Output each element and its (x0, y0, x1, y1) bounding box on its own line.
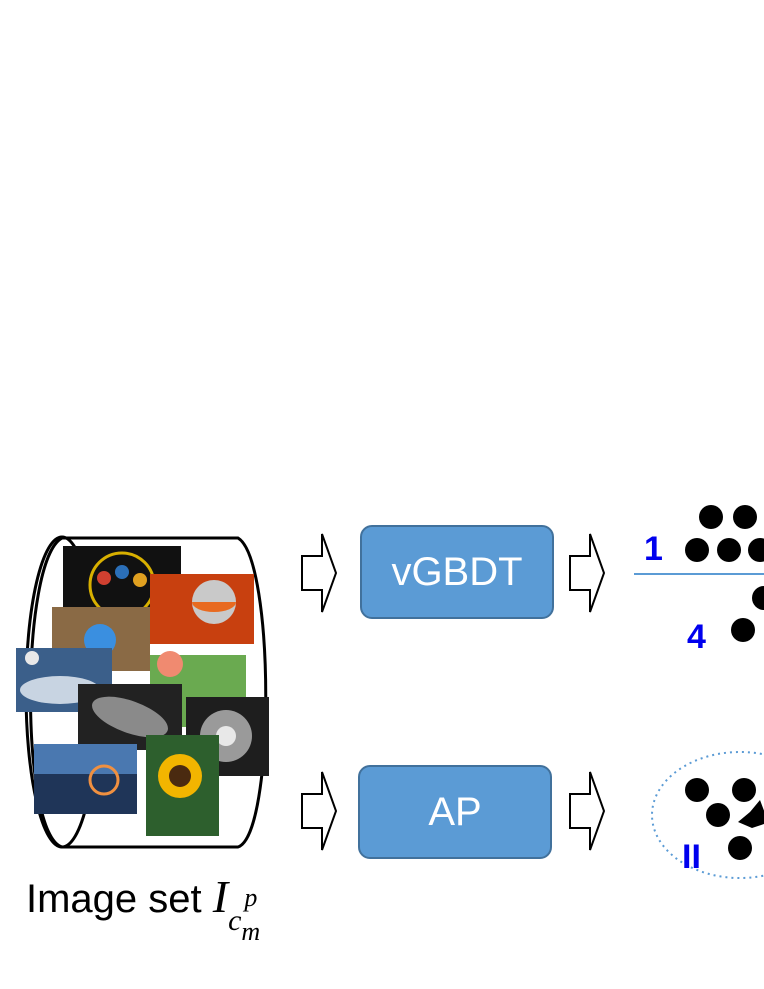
image-collage (16, 546, 269, 836)
tree-result-dots (685, 505, 764, 642)
cluster-star-icon (738, 800, 764, 828)
caption-prefix: Image set (26, 877, 213, 921)
arrow-from-ap (569, 771, 606, 851)
caption-sup: p (244, 883, 258, 913)
caption-sub-letter: c (228, 904, 242, 937)
node-number-4: 4 (687, 618, 706, 656)
cluster-number-ii: II (682, 838, 701, 876)
arrow-to-vgbdt (301, 533, 338, 613)
caption-subsub: m (241, 917, 261, 947)
ap-box: AP (358, 765, 552, 859)
vgbdt-box: vGBDT (360, 525, 554, 619)
cluster-dots (685, 778, 756, 860)
caption-symbol: I (212, 871, 229, 922)
arrow-from-vgbdt (569, 533, 606, 613)
arrow-to-ap (301, 771, 338, 851)
node-number-1: 1 (644, 530, 663, 568)
